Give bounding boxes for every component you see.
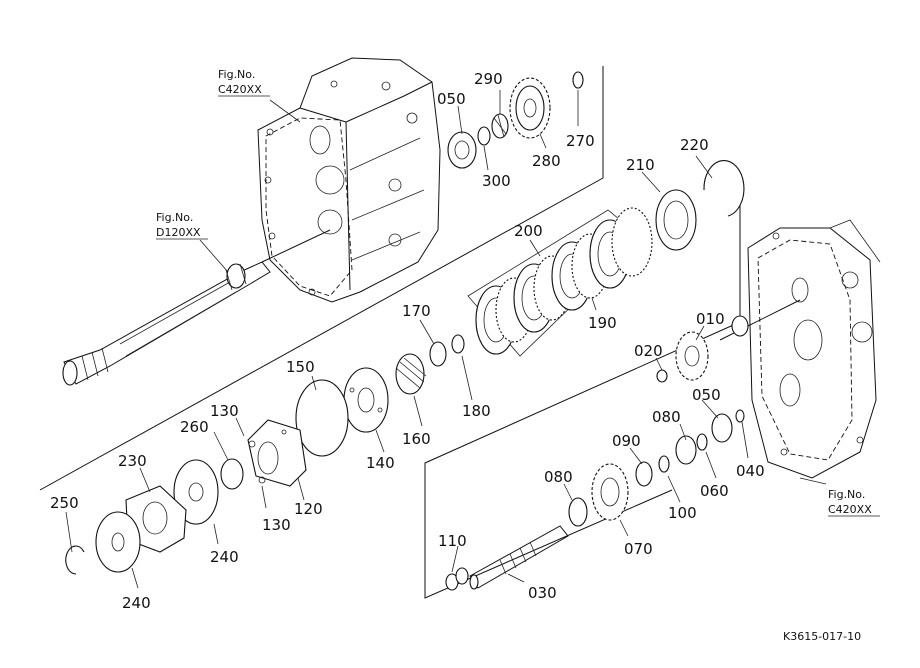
callout-160: 160 xyxy=(402,430,431,448)
figure-reference-d120: Fig.No. D120XX xyxy=(156,211,208,240)
idler-gear-group xyxy=(656,299,801,443)
piston-assembly xyxy=(295,334,465,457)
drawing-code: K3615-017-10 xyxy=(783,630,861,643)
callout-180: 180 xyxy=(462,402,491,420)
callout-170: 170 xyxy=(402,302,431,320)
callout-260: 260 xyxy=(180,418,209,436)
part-callouts: 050 290 270 280 300 220 210 200 190 170 … xyxy=(50,70,765,612)
fig-ref-label: Fig.No. xyxy=(156,211,193,224)
top-gear-group xyxy=(447,71,584,169)
fig-ref-code: C420XX xyxy=(828,503,872,516)
callout-120: 120 xyxy=(294,500,323,518)
callout-250: 250 xyxy=(50,494,79,512)
transmission-case-left xyxy=(257,57,441,303)
callout-220: 220 xyxy=(680,136,709,154)
fig-ref-code: C420XX xyxy=(218,83,262,96)
callout-050: 050 xyxy=(692,386,721,404)
lower-left-group xyxy=(65,458,244,575)
input-shaft xyxy=(62,229,331,386)
callout-290: 290 xyxy=(474,70,503,88)
callout-130: 130 xyxy=(262,516,291,534)
callout-100: 100 xyxy=(668,504,697,522)
clutch-hub xyxy=(247,419,307,487)
callout-280: 280 xyxy=(532,152,561,170)
callout-090: 090 xyxy=(612,432,641,450)
callout-070: 070 xyxy=(624,540,653,558)
figure-reference-c420-right: Fig.No. C420XX xyxy=(828,488,880,517)
callout-190: 190 xyxy=(588,314,617,332)
callout-150: 150 xyxy=(286,358,315,376)
callout-110: 110 xyxy=(438,532,467,550)
callout-200: 200 xyxy=(514,222,543,240)
callout-210: 210 xyxy=(626,156,655,174)
callout-270: 270 xyxy=(566,132,595,150)
fig-ref-label: Fig.No. xyxy=(828,488,865,501)
fig-ref-code: D120XX xyxy=(156,226,201,239)
callout-020: 020 xyxy=(634,342,663,360)
callout-240: 240 xyxy=(122,594,151,612)
callout-230: 230 xyxy=(118,452,147,470)
figure-reference-c420-top: Fig.No. C420XX xyxy=(218,68,270,97)
fig-ref-label: Fig.No. xyxy=(218,68,255,81)
transmission-case-right xyxy=(747,219,881,479)
callout-010: 010 xyxy=(696,310,725,328)
callout-080: 080 xyxy=(652,408,681,426)
callout-140: 140 xyxy=(366,454,395,472)
countershaft-group xyxy=(445,433,708,591)
callout-060: 060 xyxy=(700,482,729,500)
callout-130: 130 xyxy=(210,402,239,420)
callout-050: 050 xyxy=(437,90,466,108)
callout-300: 300 xyxy=(482,172,511,190)
section-boundaries xyxy=(39,66,741,599)
callout-080: 080 xyxy=(544,468,573,486)
callout-030: 030 xyxy=(528,584,557,602)
callout-240: 240 xyxy=(210,548,239,566)
clutch-pack xyxy=(467,160,745,357)
leader-lines xyxy=(65,90,827,589)
callout-040: 040 xyxy=(736,462,765,480)
